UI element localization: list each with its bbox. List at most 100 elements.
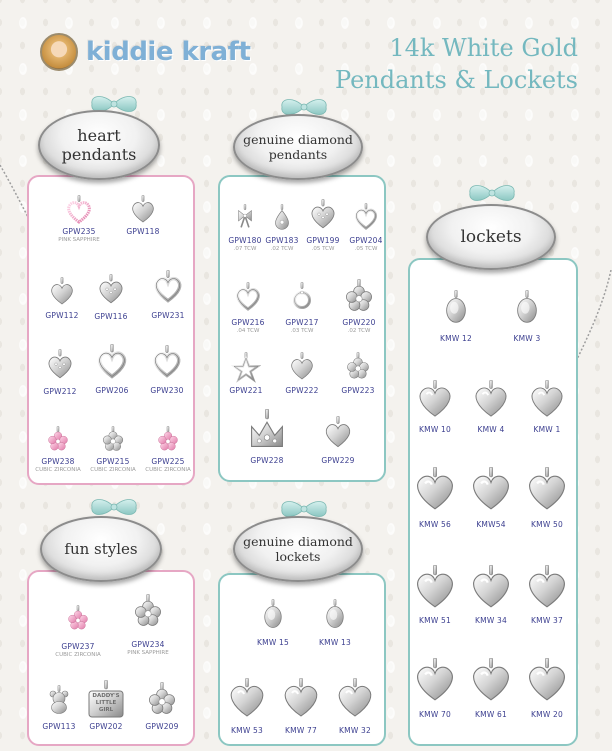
product-kmw77[interactable]: KMW 77 — [266, 672, 336, 735]
genuine-diamond-pendants-plaque: genuine diamond pendants — [233, 114, 363, 180]
brand-name: kiddie kraft — [86, 37, 251, 67]
section-title-line2: lockets — [275, 549, 321, 564]
heart-locket-icon — [469, 652, 513, 708]
product-kmw1[interactable]: KMW 1 — [512, 375, 582, 434]
flower-pendant-icon — [144, 680, 180, 720]
product-kmw70[interactable]: KMW 70 — [400, 652, 470, 719]
page-title-line1: 14k White Gold — [389, 34, 578, 62]
product-gpw199[interactable]: GPW199 .05 TCW — [288, 196, 358, 252]
heart-open-pendant-icon — [233, 278, 263, 316]
product-gpw229[interactable]: GPW229 — [303, 412, 373, 465]
product-kmw53[interactable]: KMW 53 — [212, 672, 282, 735]
product-gpw118[interactable]: GPW118 — [108, 195, 178, 236]
section-title-line1: genuine diamond — [243, 534, 353, 549]
product-gpw234[interactable]: GPW234 PINK SAPPHIRE — [113, 586, 183, 656]
heart-open-pendant-icon — [150, 340, 184, 384]
flower-pink-pendant-icon — [154, 425, 182, 455]
heart-pink-pendant-icon — [64, 195, 94, 225]
oval-locket-icon — [320, 592, 350, 636]
heart-locket-icon — [472, 375, 510, 423]
heart-pendants-plaque: heart pendants — [38, 110, 160, 180]
fun-styles-plaque: fun styles — [40, 516, 162, 582]
teddy-bear-pendant-icon — [44, 680, 74, 720]
plaque-pendant: DADDY'S LITTLE GIRL — [85, 680, 127, 720]
product-gpw228[interactable]: GPW228 — [232, 408, 302, 465]
ribbon-bow-icon — [91, 96, 137, 112]
brand-logo: kiddie kraft — [40, 32, 270, 72]
heart-locket-icon — [416, 375, 454, 423]
page-title: 14k White Gold Pendants & Lockets — [335, 32, 578, 96]
heart-locket-icon — [227, 672, 267, 724]
heart-pendant-icon — [287, 350, 317, 384]
product-kmw37[interactable]: KMW 37 — [512, 560, 582, 625]
product-gpw238[interactable]: GPW238 CUBIC ZIRCONIA — [23, 425, 93, 473]
ribbon-bow-icon — [281, 99, 327, 115]
heart-open-pendant-icon — [352, 200, 380, 234]
product-gpw180[interactable]: GPW180 .07 TCW — [210, 200, 280, 252]
product-kmw56[interactable]: KMW 56 — [400, 460, 470, 529]
genuine-diamond-pendants-panel — [218, 175, 386, 482]
page-title-line2: Pendants & Lockets — [335, 66, 578, 94]
product-gpw116[interactable]: GPW116 — [76, 270, 146, 321]
product-gpw206[interactable]: GPW206 — [77, 340, 147, 395]
product-gpw217[interactable]: GPW217 .03 TCW — [267, 278, 337, 334]
product-gpw222[interactable]: GPW222 — [267, 350, 337, 395]
flower-pendant-icon — [343, 350, 373, 384]
ribbon-bow-icon — [469, 185, 515, 201]
product-kmw15[interactable]: KMW 15 — [238, 592, 308, 647]
product-gpw212[interactable]: GPW212 — [25, 345, 95, 396]
section-title: lockets — [460, 227, 522, 247]
product-gpw112[interactable]: GPW112 — [27, 275, 97, 320]
heart-locket-icon — [335, 672, 375, 724]
product-kmw10[interactable]: KMW 10 — [400, 375, 470, 434]
heart-locket-icon — [525, 460, 569, 518]
heart-locket-icon — [525, 560, 569, 614]
product-gpw204[interactable]: GPW204 .05 TCW — [331, 200, 401, 252]
product-kmw32[interactable]: KMW 32 — [320, 672, 390, 735]
product-gpw202[interactable]: DADDY'S LITTLE GIRL GPW202 — [71, 680, 141, 731]
genuine-diamond-lockets-panel — [218, 573, 386, 746]
product-kmw13[interactable]: KMW 13 — [300, 592, 370, 647]
product-gpw237[interactable]: GPW237 CUBIC ZIRCONIA — [43, 598, 113, 658]
product-gpw225[interactable]: GPW225 CUBIC ZIRCONIA — [133, 425, 203, 473]
heart-locket-icon — [413, 560, 457, 614]
ring-pendant-icon — [287, 278, 317, 316]
product-kmw50[interactable]: KMW 50 — [512, 460, 582, 529]
heart-dots-pendant-icon — [44, 345, 76, 385]
heart-dots-pendant-icon — [95, 270, 127, 310]
heart-pendant-icon — [321, 412, 355, 454]
product-kmw20[interactable]: KMW 20 — [512, 652, 582, 719]
product-kmw3[interactable]: KMW 3 — [492, 282, 562, 343]
flower-pink-pendant-icon — [64, 598, 92, 640]
heart-pendant-icon — [47, 275, 77, 309]
section-title: fun styles — [64, 540, 138, 558]
product-gpw183[interactable]: GPW183 .02 TCW — [247, 200, 317, 252]
product-gpw113[interactable]: GPW113 — [24, 680, 94, 731]
product-kmw12[interactable]: KMW 12 — [421, 282, 491, 343]
star-pendant-icon — [231, 350, 261, 384]
flower-pendant-icon — [341, 278, 377, 316]
product-kmw54[interactable]: KMW54 — [456, 460, 526, 529]
product-gpw231[interactable]: GPW231 — [133, 265, 203, 320]
product-gpw215[interactable]: GPW215 CUBIC ZIRCONIA — [78, 425, 148, 473]
heart-open-pendant-icon — [94, 340, 130, 384]
product-kmw34[interactable]: KMW 34 — [456, 560, 526, 625]
product-kmw61[interactable]: KMW 61 — [456, 652, 526, 719]
heart-locket-icon — [413, 460, 457, 518]
heart-locket-icon — [528, 375, 566, 423]
product-gpw221[interactable]: GPW221 — [211, 350, 281, 395]
plaque-engraving: DADDY'S LITTLE GIRL — [92, 693, 120, 713]
product-gpw235[interactable]: GPW235 PINK SAPPHIRE — [44, 195, 114, 243]
flower-pendant-icon — [99, 425, 127, 455]
product-gpw230[interactable]: GPW230 — [132, 340, 202, 395]
product-gpw209[interactable]: GPW209 — [127, 680, 197, 731]
crown-pendant-icon — [245, 408, 289, 454]
product-gpw216[interactable]: GPW216 .04 TCW — [213, 278, 283, 334]
heart-locket-icon — [525, 652, 569, 708]
product-gpw220[interactable]: GPW220 .02 TCW — [324, 278, 394, 334]
product-kmw51[interactable]: KMW 51 — [400, 560, 470, 625]
product-gpw223[interactable]: GPW223 — [323, 350, 393, 395]
section-title-line1: genuine diamond — [243, 132, 353, 147]
section-title-line2: pendants — [61, 145, 137, 164]
product-kmw4[interactable]: KMW 4 — [456, 375, 526, 434]
